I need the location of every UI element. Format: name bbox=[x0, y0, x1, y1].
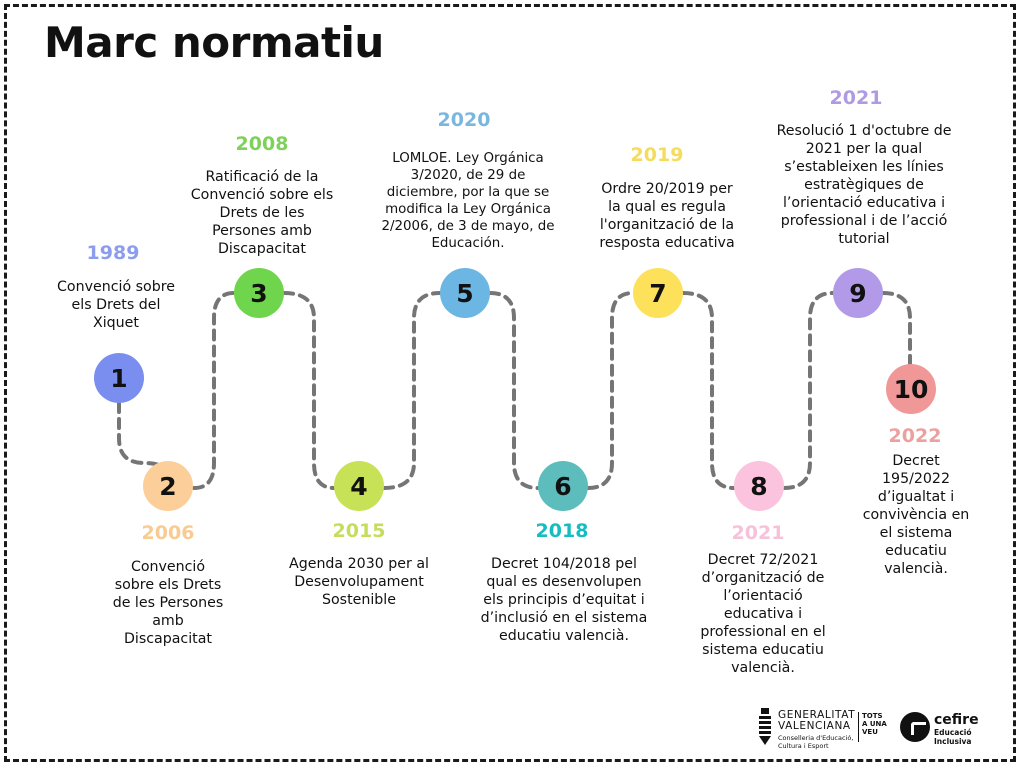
logo-separator bbox=[858, 712, 859, 742]
desc-10: Decret 195/2022 d’igualtat i convivència… bbox=[862, 453, 970, 577]
generalitat-logo-icon bbox=[759, 708, 771, 745]
cefire-logo-icon bbox=[900, 712, 930, 742]
desc-1: Convenció sobre els Drets del Xiquet bbox=[57, 279, 175, 331]
milestone-1-circle: 1 bbox=[94, 353, 144, 403]
page-title: Marc normatiu bbox=[44, 18, 384, 67]
year-10: 2022 bbox=[888, 425, 942, 447]
milestone-9-circle: 9 bbox=[833, 268, 883, 318]
desc-9: Resolució 1 d'octubre de 2021 per la qua… bbox=[776, 123, 952, 247]
milestone-5-circle: 5 bbox=[440, 268, 490, 318]
year-7: 2019 bbox=[630, 144, 684, 166]
desc-6: Decret 104/2018 pel qual es desenvolupen… bbox=[480, 556, 648, 644]
tots-a-una-veu-logo: TOTS A UNA VEU bbox=[862, 712, 887, 736]
milestone-2-circle: 2 bbox=[143, 461, 193, 511]
desc-2: Convenció sobre els Drets de les Persone… bbox=[112, 559, 224, 647]
conselleria-name: Conselleria d'Educació, Cultura i Esport bbox=[778, 734, 854, 750]
year-8: 2021 bbox=[731, 522, 785, 544]
cefire-name: cefire bbox=[934, 712, 979, 728]
milestone-6-circle: 6 bbox=[538, 461, 588, 511]
year-5: 2020 bbox=[437, 109, 491, 131]
footer-logos: GENERALITAT VALENCIANA Conselleria d'Edu… bbox=[752, 706, 992, 754]
year-1: 1989 bbox=[86, 242, 140, 264]
generalitat-name: GENERALITAT VALENCIANA bbox=[778, 709, 856, 732]
page-frame bbox=[4, 4, 1016, 762]
desc-7: Ordre 20/2019 per la qual es regula l'or… bbox=[599, 181, 735, 251]
milestone-4-circle: 4 bbox=[334, 461, 384, 511]
year-4: 2015 bbox=[332, 520, 386, 542]
year-3: 2008 bbox=[235, 133, 289, 155]
milestone-8-circle: 8 bbox=[734, 461, 784, 511]
year-6: 2018 bbox=[535, 520, 589, 542]
timeline-connector bbox=[117, 291, 912, 490]
desc-3: Ratificació de la Convenció sobre els Dr… bbox=[190, 169, 334, 257]
milestone-3-circle: 3 bbox=[234, 268, 284, 318]
cefire-subtitle: Educació Inclusiva bbox=[934, 728, 972, 746]
desc-4: Agenda 2030 per al Desenvolupament Soste… bbox=[289, 556, 429, 608]
milestone-7-circle: 7 bbox=[633, 268, 683, 318]
desc-8: Decret 72/2021 d’organització de l’orien… bbox=[700, 552, 826, 676]
year-2: 2006 bbox=[141, 522, 195, 544]
year-9: 2021 bbox=[829, 87, 883, 109]
desc-5: LOMLOE. Ley Orgánica 3/2020, de 29 de di… bbox=[381, 151, 555, 251]
milestone-10-circle: 10 bbox=[886, 364, 936, 414]
